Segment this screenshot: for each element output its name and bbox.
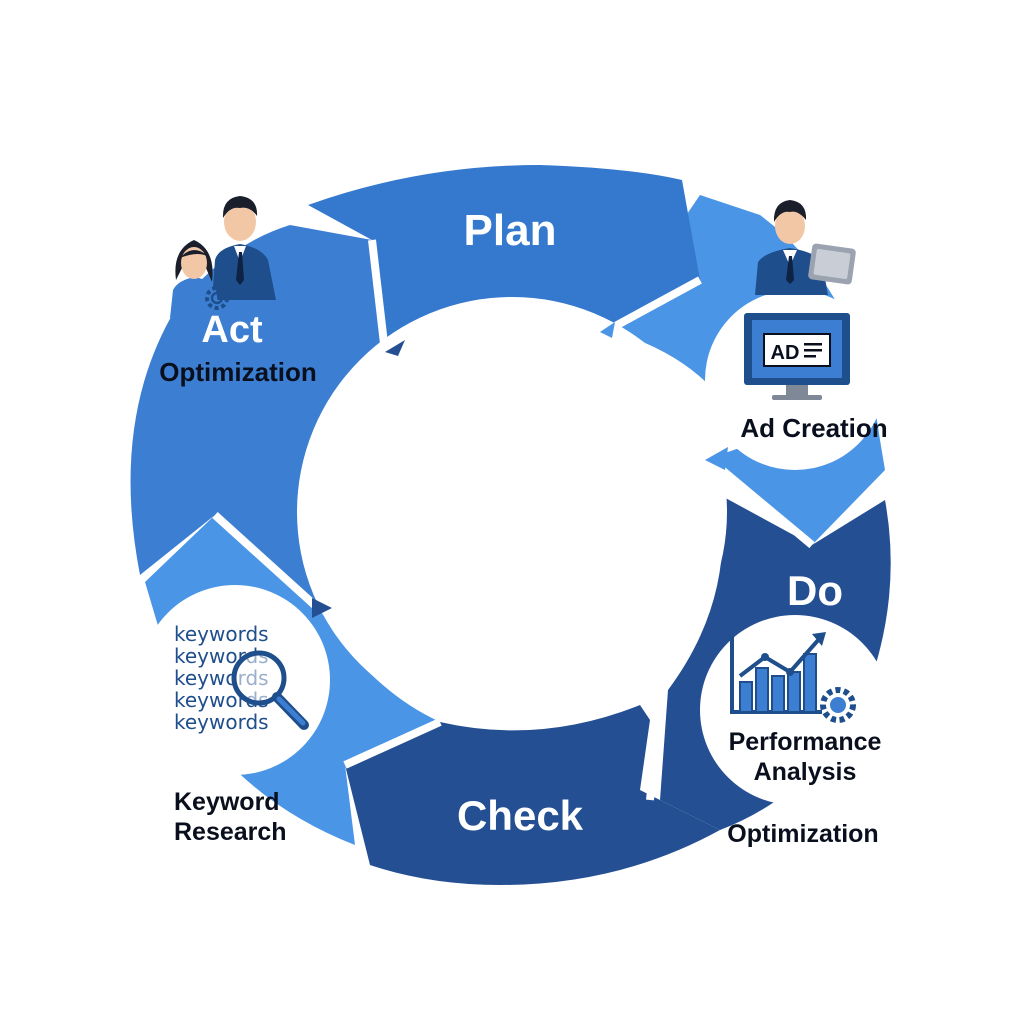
person-tablet-icon [755, 200, 856, 295]
keyword-item: keywords [174, 710, 269, 734]
phase-do: Do [787, 567, 843, 614]
magnifier-icon [231, 650, 309, 730]
arrow-tip-plan [385, 340, 405, 356]
arrow-check [345, 705, 720, 885]
arrow-tip-do [705, 447, 728, 470]
gear-icon [205, 286, 229, 310]
label-act-optimization: Optimization [159, 357, 316, 387]
label-ad-creation: Ad Creation [740, 413, 887, 443]
gear-icon-analysis [820, 687, 856, 723]
arrow-tip-act [312, 598, 332, 618]
label-do-optimization: Optimization [727, 820, 878, 848]
arrow-plan [308, 165, 700, 352]
label-performance-line1: Performance [729, 728, 882, 756]
label-keyword-line2: Research [174, 818, 287, 846]
keyword-item: keywords [174, 622, 269, 646]
label-performance-line2: Analysis [754, 758, 857, 786]
arrow-tip-right [600, 322, 615, 338]
bar-chart-trend-icon [730, 632, 826, 714]
center-disc [297, 297, 727, 727]
phase-check: Check [457, 792, 584, 839]
segment-gaps [212, 239, 815, 801]
monitor-ad-icon: AD [744, 313, 850, 400]
phase-plan: Plan [464, 206, 557, 255]
phase-act: Act [201, 309, 263, 351]
team-icon [170, 196, 276, 318]
ad-icon-text: AD [771, 342, 800, 364]
label-keyword-line1: Keyword [174, 788, 280, 816]
arrow-act [130, 225, 385, 610]
